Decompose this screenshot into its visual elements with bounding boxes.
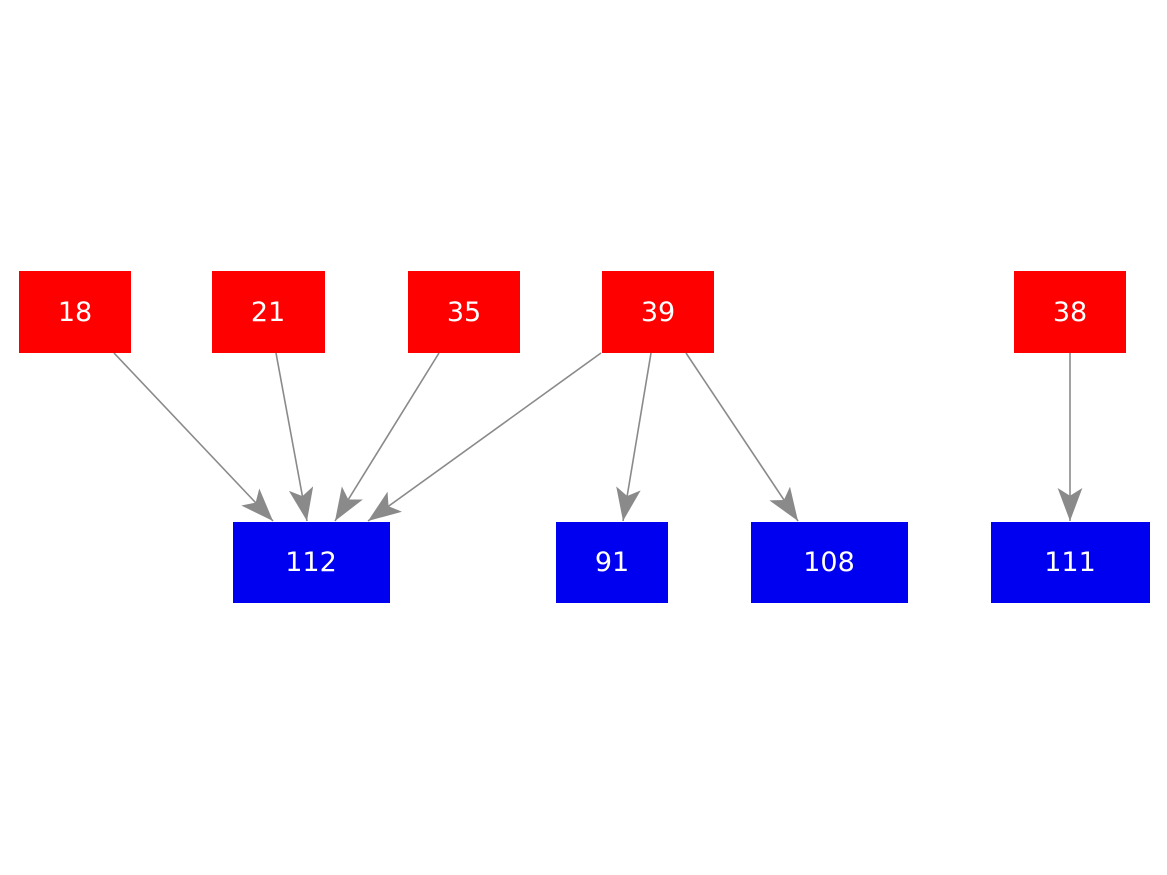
node-111: 111	[990, 521, 1150, 603]
node-label: 91	[594, 546, 630, 578]
node-18: 18	[19, 271, 131, 353]
node-label: 39	[640, 296, 676, 328]
edge-39-108	[685, 352, 799, 522]
edge-39-91	[616, 352, 652, 522]
node-112: 112	[232, 521, 390, 603]
node-35: 35	[408, 271, 520, 353]
node-label: 18	[57, 296, 93, 328]
node-39: 39	[602, 271, 714, 353]
edge-39-112	[367, 352, 602, 522]
edge-35-112	[334, 352, 440, 522]
edge-18-112	[113, 352, 274, 522]
node-label: 21	[250, 296, 286, 328]
edge-21-112	[275, 352, 314, 522]
node-108: 108	[750, 521, 908, 603]
node-label: 108	[803, 546, 855, 578]
node-38: 38	[1014, 271, 1126, 353]
node-label: 112	[285, 546, 337, 578]
edge-group	[113, 352, 1083, 522]
node-label: 38	[1052, 296, 1088, 328]
node-21: 21	[211, 271, 325, 353]
node-91: 91	[556, 521, 668, 603]
node-label: 111	[1044, 546, 1096, 578]
node-label: 35	[446, 296, 482, 328]
